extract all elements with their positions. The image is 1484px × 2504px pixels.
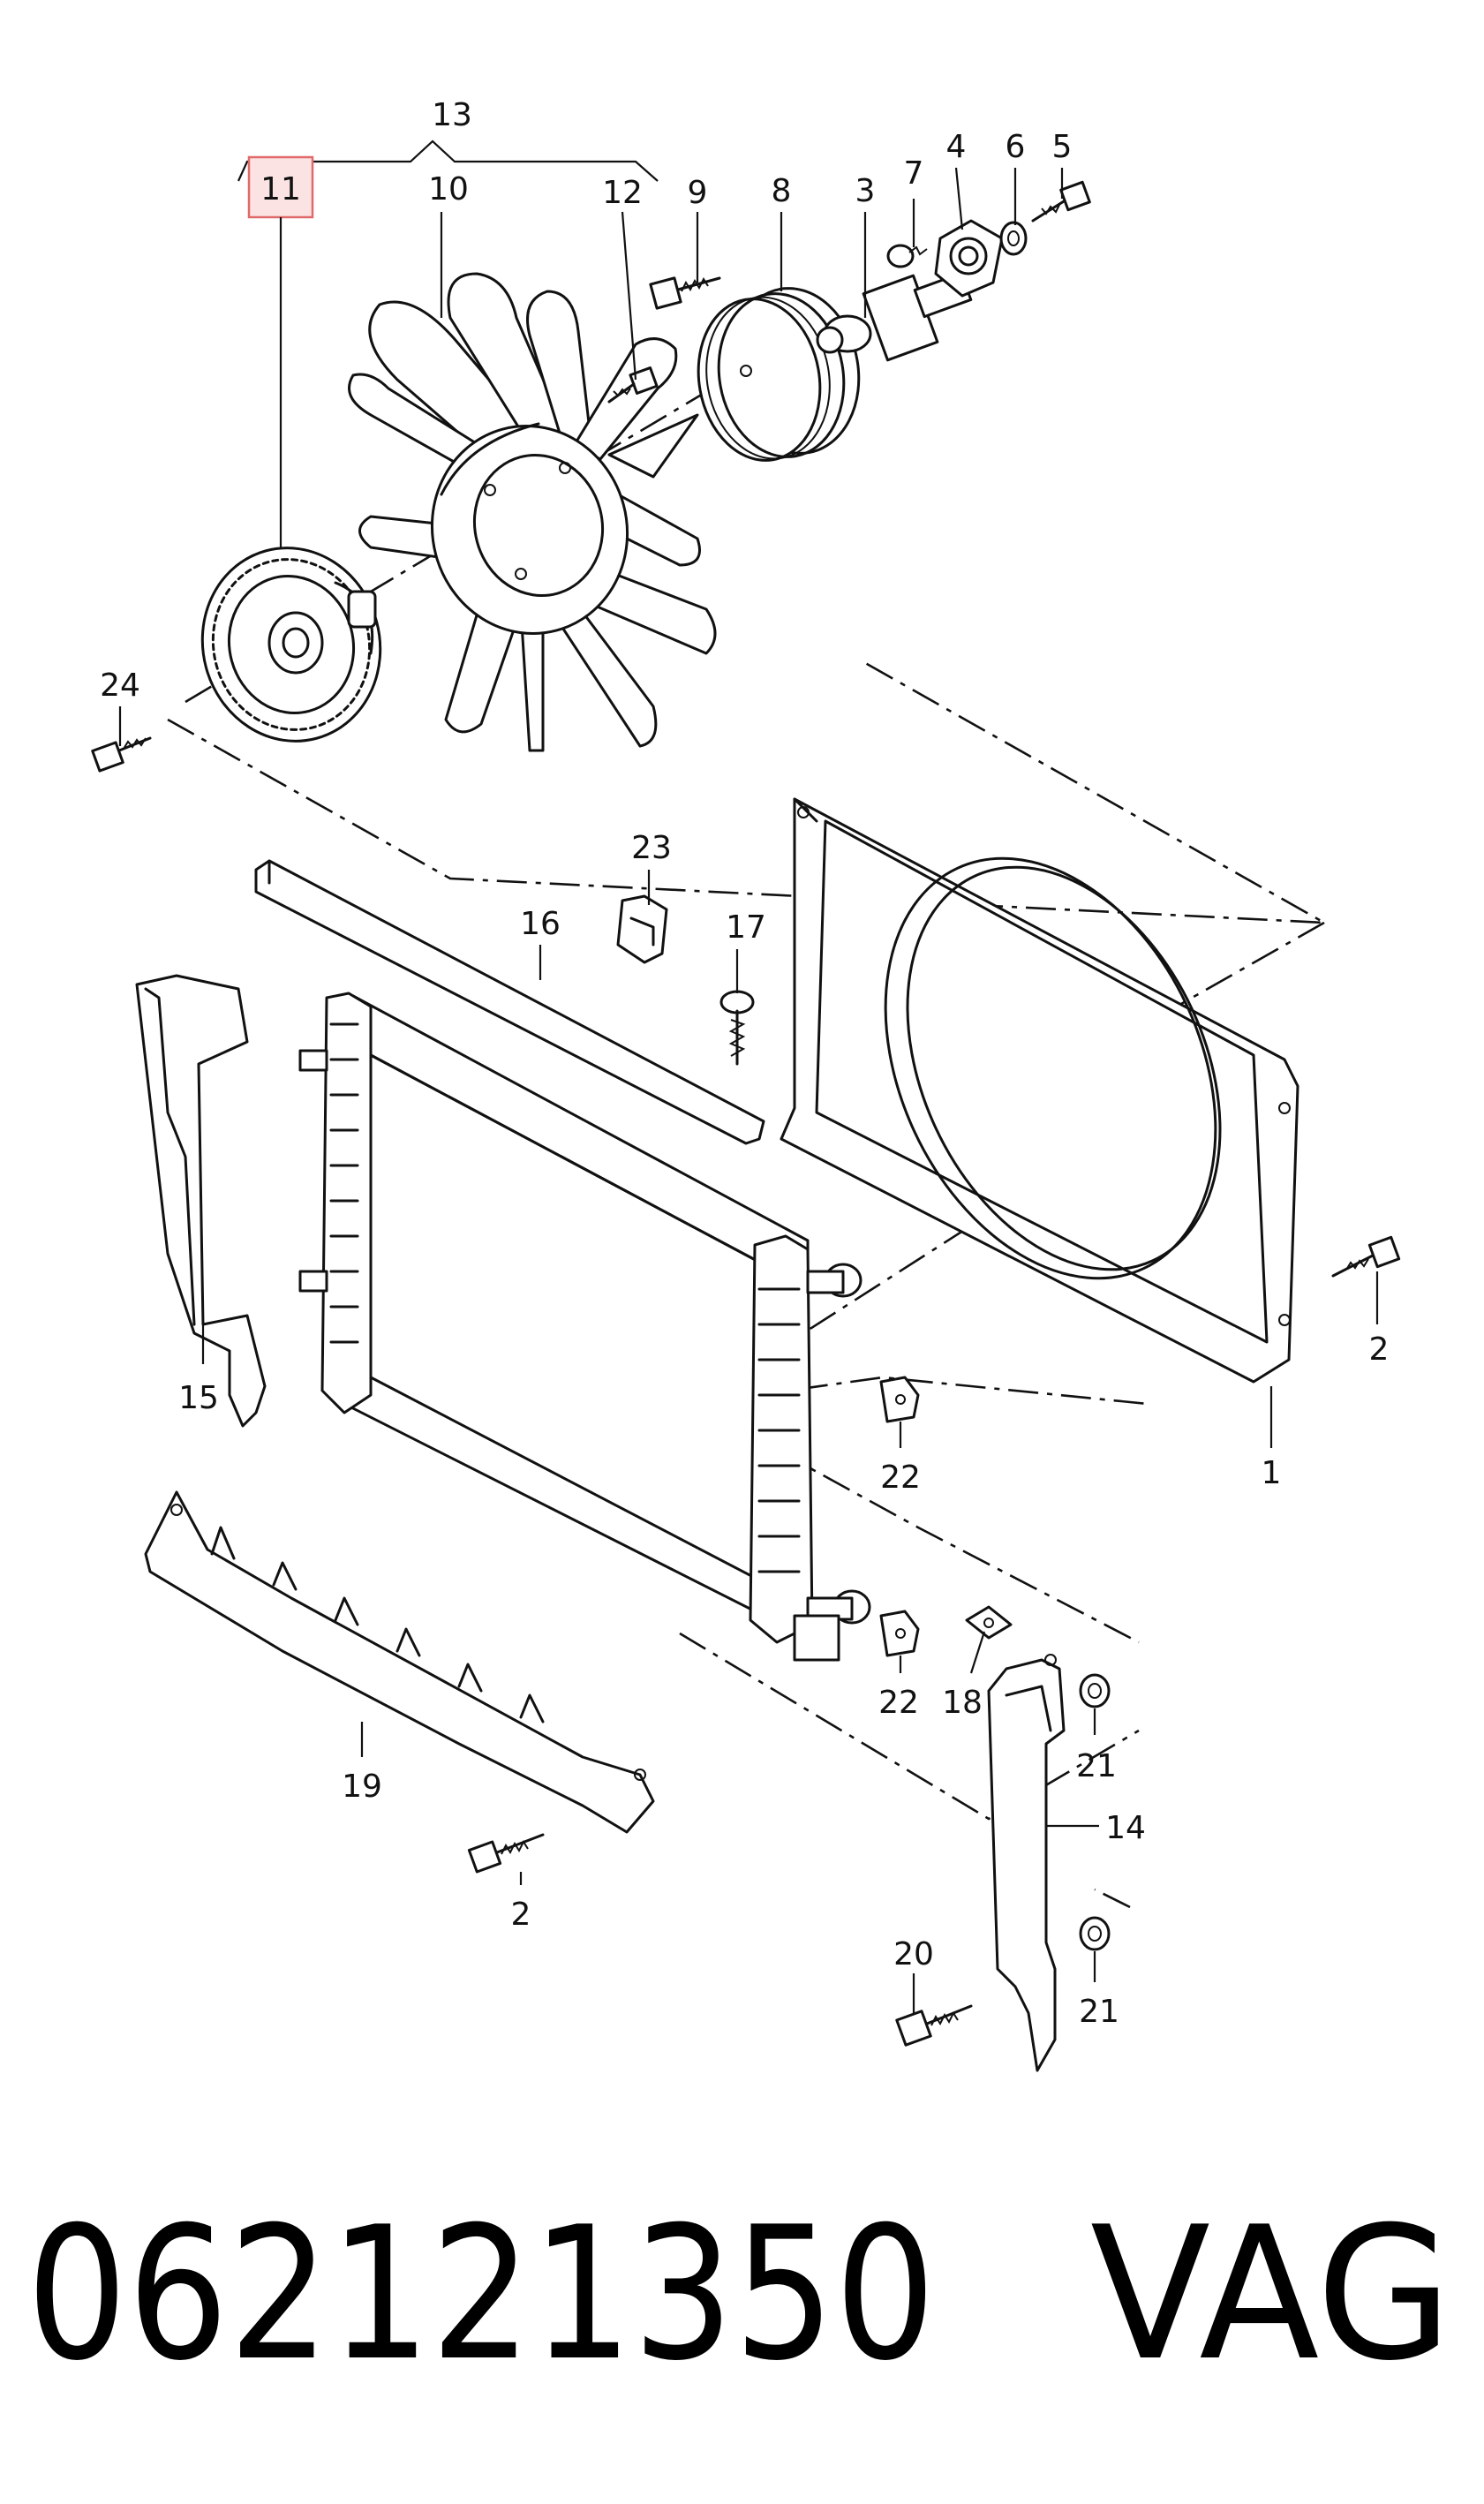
seal-strip-16-part (254, 859, 765, 1145)
clip-23-part (616, 894, 668, 964)
callout-14: 14 (1105, 1810, 1146, 1846)
radiator-part (298, 992, 871, 1662)
clip-22-lower-part (879, 1610, 920, 1657)
callout-6: 6 (1006, 129, 1026, 165)
callout-21-lower: 21 (1079, 1994, 1119, 2030)
callout-17: 17 (726, 909, 766, 946)
callout-5: 5 (1052, 129, 1073, 165)
brand-name: VAG (1090, 2188, 1452, 2402)
callout-21-upper: 21 (1076, 1748, 1117, 1784)
callout-1: 1 (1262, 1455, 1282, 1491)
callout-22-upper: 22 (880, 1459, 921, 1496)
fan-blade-part (348, 272, 717, 752)
callout-2-right: 2 (1369, 1331, 1390, 1368)
callout-labels: 13 11 10 12 9 8 3 7 4 6 5 24 23 16 17 15… (100, 97, 1389, 2030)
callout-15: 15 (178, 1380, 219, 1416)
callout-12: 12 (602, 175, 643, 211)
bolt-2-lower-part (467, 1833, 545, 1874)
callout-7: 7 (904, 155, 924, 192)
seal-strip-19-part (144, 1490, 655, 1834)
callout-19: 19 (342, 1769, 382, 1805)
clip-18-part (965, 1605, 1013, 1640)
callout-20: 20 (893, 1936, 934, 1972)
part-number: 062121350 (26, 2188, 936, 2402)
callout-13-bracket (237, 140, 659, 182)
viscous-clutch-part (200, 547, 382, 743)
callout-24: 24 (100, 667, 140, 704)
callout-10: 10 (428, 171, 469, 207)
flange-4-part (934, 219, 1004, 298)
callout-23: 23 (631, 830, 672, 866)
callout-3: 3 (855, 173, 876, 209)
bolt-20-part (895, 2004, 973, 2047)
callout-9: 9 (688, 175, 708, 211)
bolt-5-part (1031, 180, 1091, 222)
callout-18: 18 (942, 1685, 983, 1721)
air-guide-15-part (135, 974, 267, 1428)
screw-17-part (719, 990, 755, 1066)
callout-11: 11 (260, 171, 301, 207)
washer-21-upper-part (1079, 1673, 1111, 1708)
clip-22-upper-part (879, 1376, 920, 1423)
callout-22-lower: 22 (878, 1685, 919, 1721)
fan-shroud-part (780, 797, 1299, 1384)
bolt-24-part (91, 736, 152, 773)
callout-2-lower: 2 (511, 1897, 531, 1933)
bolt-12-part (607, 366, 659, 404)
callout-13: 13 (432, 97, 472, 133)
pulley-part (697, 287, 861, 462)
callout-16: 16 (520, 906, 561, 942)
bolt-2-right-part (1331, 1235, 1401, 1278)
washer-6-part (999, 221, 1028, 256)
air-guide-14-part (987, 1654, 1066, 2072)
callout-4: 4 (946, 129, 967, 165)
washer-21-lower-part (1079, 1916, 1111, 1951)
bolt-7-part (886, 244, 928, 268)
bearing-housing-part (816, 271, 973, 362)
callout-8: 8 (772, 173, 792, 209)
leader-lines (118, 167, 1379, 2013)
bolt-9-part (649, 276, 721, 310)
